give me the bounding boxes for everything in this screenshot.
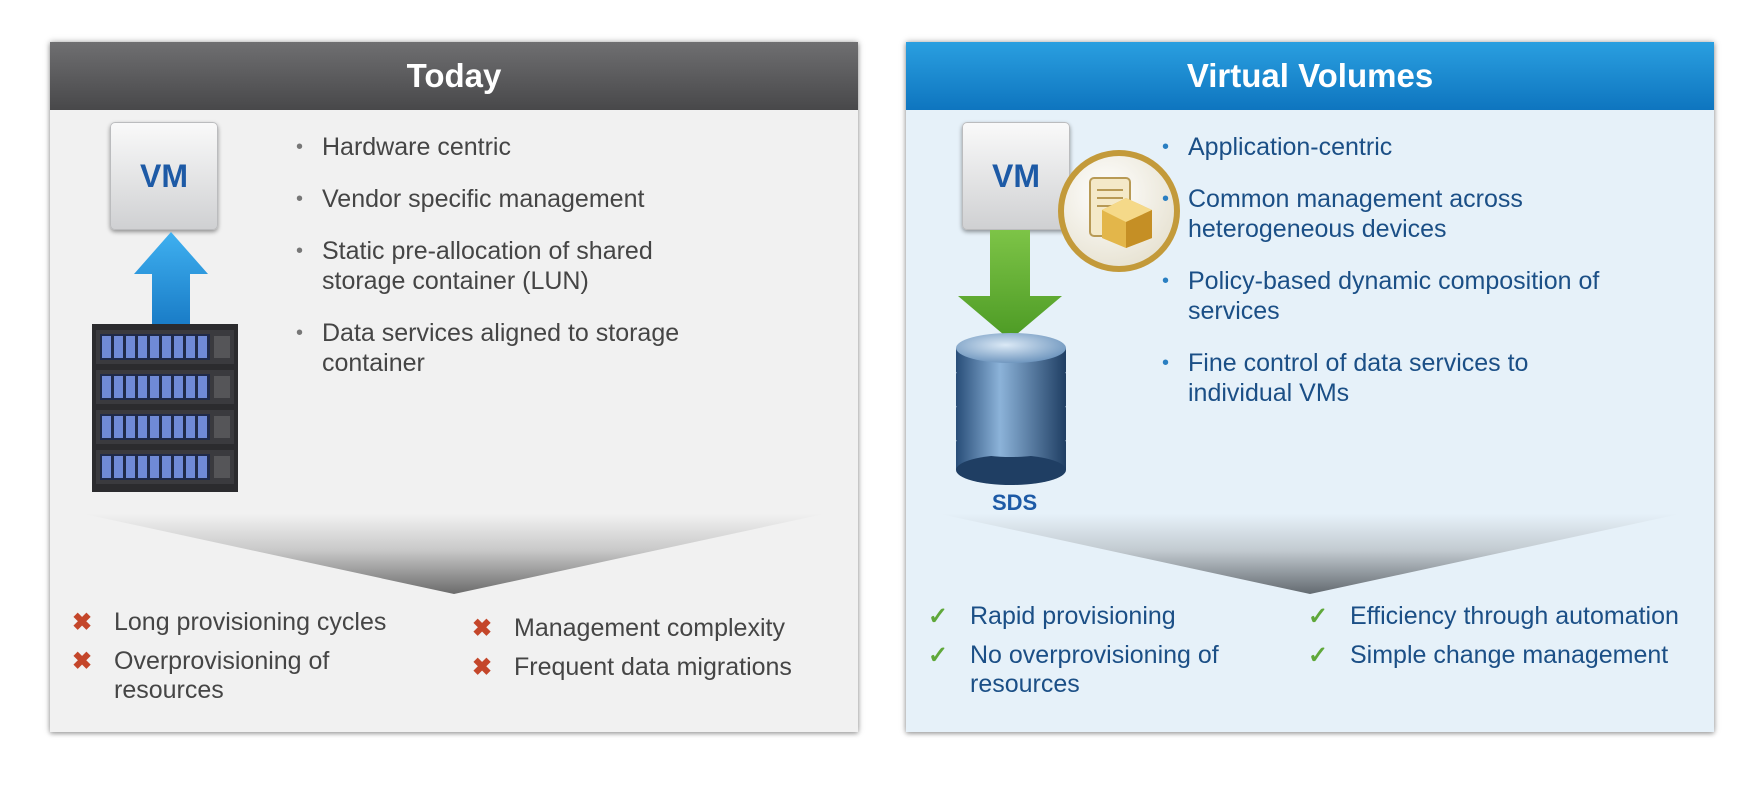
result-item: ✓Efficiency through automation — [1308, 602, 1679, 630]
x-mark-icon: ✖ — [72, 648, 93, 675]
check-mark-icon: ✓ — [928, 603, 949, 630]
x-mark-icon: ✖ — [72, 609, 93, 636]
virtual-volumes-panel: Virtual Volumes VM — [906, 42, 1714, 732]
virtual-volumes-bullet-list: Application-centric Common management ac… — [1162, 132, 1632, 430]
today-results-col1: ✖Long provisioning cycles ✖Overprovision… — [66, 608, 436, 715]
result-item: ✓Rapid provisioning — [928, 602, 1176, 630]
bullet-item: Vendor specific management — [296, 184, 736, 214]
result-item: ✓No overprovisioning of resources — [928, 641, 1219, 698]
bullet-item: Hardware centric — [296, 132, 736, 162]
result-item: ✖Long provisioning cycles — [72, 608, 387, 636]
today-results-col2: ✖Management complexity ✖Frequent data mi… — [466, 614, 846, 692]
x-mark-icon: ✖ — [472, 615, 493, 642]
vm-icon: VM — [110, 122, 218, 230]
rack-server-icon — [92, 324, 238, 492]
check-mark-icon: ✓ — [1308, 603, 1329, 630]
virtual-volumes-header: Virtual Volumes — [906, 42, 1714, 110]
vm-icon: VM — [962, 122, 1070, 230]
database-cylinder-icon — [956, 333, 1066, 485]
check-mark-icon: ✓ — [928, 642, 949, 669]
result-item: ✖Overprovisioning of resources — [72, 647, 330, 704]
down-arrow-icon — [958, 230, 1062, 340]
x-mark-icon: ✖ — [472, 654, 493, 681]
bullet-item: Policy-based dynamic composition of serv… — [1162, 266, 1632, 326]
virtual-volumes-results-col1: ✓Rapid provisioning ✓No overprovisioning… — [922, 602, 1262, 709]
today-bullet-list: Hardware centric Vendor specific managem… — [296, 132, 736, 400]
result-item: ✖Frequent data migrations — [472, 653, 792, 681]
funnel-divider — [84, 514, 824, 594]
virtual-volumes-results-col2: ✓Efficiency through automation ✓Simple c… — [1302, 602, 1702, 680]
funnel-divider — [940, 514, 1680, 594]
bullet-item: Application-centric — [1162, 132, 1632, 162]
policy-scroll-cube-icon — [1058, 150, 1180, 272]
today-panel: Today VM — [50, 42, 858, 732]
bullet-item: Data services aligned to storage contain… — [296, 318, 736, 378]
bullet-item: Fine control of data services to individ… — [1162, 348, 1632, 408]
result-item: ✖Management complexity — [472, 614, 785, 642]
bullet-item: Common management across heterogeneous d… — [1162, 184, 1632, 244]
today-header: Today — [50, 42, 858, 110]
up-arrow-icon — [134, 232, 208, 336]
sds-label: SDS — [992, 490, 1038, 515]
result-item: ✓Simple change management — [1308, 641, 1669, 669]
bullet-item: Static pre-allocation of shared storage … — [296, 236, 736, 296]
check-mark-icon: ✓ — [1308, 642, 1329, 669]
